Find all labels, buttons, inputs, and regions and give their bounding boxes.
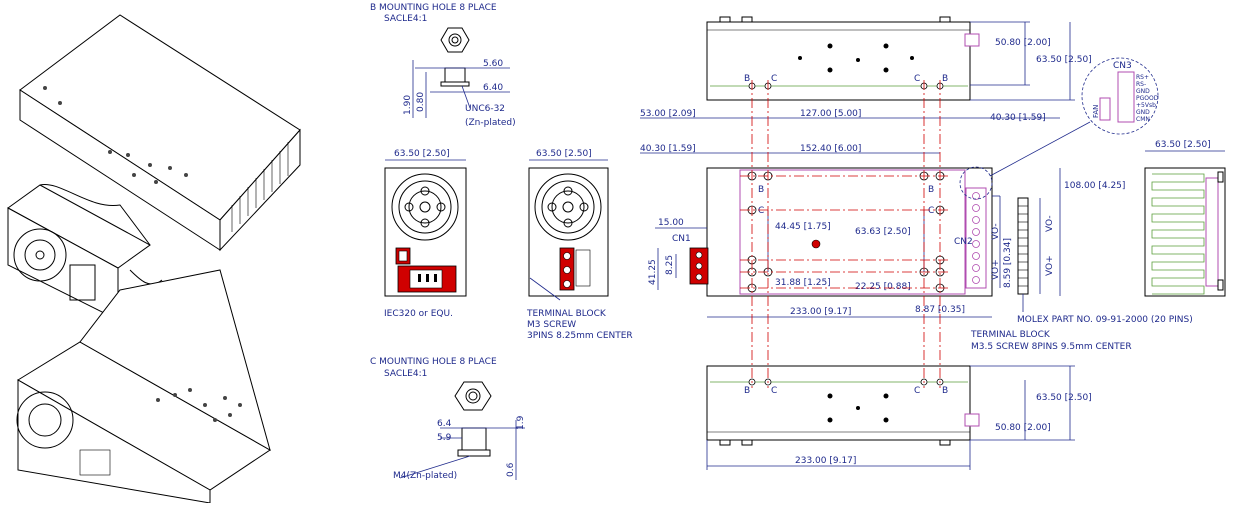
dim-bot-h1: 63.50 [2.50] <box>1036 393 1092 403</box>
dim-bot-h2: 50.80 [2.00] <box>995 423 1051 433</box>
cn3-pin-3: GND <box>1136 88 1150 95</box>
bot-hole-c2: C <box>914 386 920 396</box>
dim-859: 8.59 [0.34] <box>1003 238 1013 288</box>
label-vo-pos-1: VO+ <box>991 259 1001 280</box>
main-hole-c2: C <box>928 206 934 216</box>
cn3-pin-2: RS- <box>1136 81 1146 88</box>
cn3-pin-1: RS+ <box>1136 74 1149 81</box>
main-hole-c1: C <box>758 206 764 216</box>
upper-dimensions: 53.00 [2.09] 127.00 [5.00] 40.30 [1.59] … <box>640 109 1060 154</box>
dim-53: 53.00 [2.09] <box>640 109 696 119</box>
front2-caption-1: TERMINAL BLOCK <box>526 309 607 319</box>
hole-b-detail: B MOUNTING HOLE 8 PLACE SACLE4:1 5.60 6.… <box>370 3 516 128</box>
bot-hole-b2: B <box>942 386 948 396</box>
dim-825: 8.25 <box>665 255 675 275</box>
label-cn2: CN2 <box>954 237 973 247</box>
main-hole-b1: B <box>758 185 764 195</box>
label-vo-neg-2: VO- <box>1045 215 1055 232</box>
label-fan: FAN <box>1092 105 1100 118</box>
dim-c-06: 0.6 <box>506 462 516 477</box>
molex-note: MOLEX PART NO. 09-91-2000 (20 PINS) <box>1017 315 1193 325</box>
bottom-view: B C C B 63.50 [2.50] 50.80 [2.00] 233.00… <box>706 365 1092 470</box>
label-cn3: CN3 <box>1113 61 1132 71</box>
dim-1524: 152.40 [6.00] <box>800 144 861 154</box>
bot-hole-c1: C <box>771 386 777 396</box>
front-view-ac: 63.50 [2.50] IEC320 or EQU. <box>384 149 467 319</box>
iso-view-top <box>19 14 301 252</box>
dim-b-190: 1.90 <box>403 95 413 115</box>
dim-108: 108.00 [4.25] <box>1064 181 1125 191</box>
dim-c-59: 5.9 <box>437 433 452 443</box>
top-hole-c2: C <box>914 74 920 84</box>
dim-233-bottom: 233.00 [9.17] <box>795 456 856 466</box>
top-view: B C C B 50.80 [2.00] 63.50 [2.50] <box>706 16 1092 101</box>
hole-c-scale: SACLE4:1 <box>384 369 427 379</box>
dim-403-right: 40.30 [1.59] <box>990 113 1046 123</box>
main-view: B C B C CN1 CN2 <box>672 166 993 297</box>
cn3-pin-5: +5Vsb <box>1136 102 1156 109</box>
dim-2225: 22.25 [0.88] <box>855 282 911 292</box>
dim-15: 15.00 <box>658 218 684 228</box>
hole-c-detail: C MOUNTING HOLE 8 PLACE SACLE4:1 6.4 5.9… <box>370 357 526 481</box>
cn3-pin-7: CMN <box>1136 116 1150 123</box>
label-vo-neg-1: VO- <box>991 223 1001 240</box>
tb-caption-1: TERMINAL BLOCK <box>970 330 1051 340</box>
bot-hole-b1: B <box>744 386 750 396</box>
iso-view-middle <box>7 183 163 321</box>
dim-4445: 44.45 [1.75] <box>775 222 831 232</box>
dim-127: 127.00 [5.00] <box>800 109 861 119</box>
hole-b-title: B MOUNTING HOLE 8 PLACE <box>370 3 497 13</box>
hole-b-scale: SACLE4:1 <box>384 14 427 24</box>
front2-caption-2: M3 SCREW <box>527 320 576 330</box>
front1-caption: IEC320 or EQU. <box>384 309 453 319</box>
cn3-pin-4: PGOOD <box>1136 95 1159 102</box>
iso-view-bottom <box>16 269 271 504</box>
output-labels: VO- VO+ 8.59 [0.34] VO- VO+ MOLEX PART N… <box>991 195 1193 325</box>
hole-c-title: C MOUNTING HOLE 8 PLACE <box>370 357 497 367</box>
front2-caption-3: 3PINS 8.25mm CENTER <box>527 331 633 341</box>
hole-c-thread: M4(Zn-plated) <box>393 471 457 481</box>
top-hole-c1: C <box>771 74 777 84</box>
dim-c-19: 1.9 <box>516 415 526 430</box>
dim-403-left: 40.30 [1.59] <box>640 144 696 154</box>
center-lines <box>740 80 950 388</box>
main-hole-b2: B <box>928 185 934 195</box>
top-hole-b2: B <box>942 74 948 84</box>
hole-b-thread: UNC6-32 <box>465 104 505 114</box>
dim-4125: 41.25 <box>648 259 658 285</box>
dim-b-560: 5.60 <box>483 59 503 69</box>
top-hole-b1: B <box>744 74 750 84</box>
label-cn1: CN1 <box>672 234 691 244</box>
dim-front1-width: 63.50 [2.50] <box>394 149 450 159</box>
dim-c-64: 6.4 <box>437 419 452 429</box>
cn3-pin-6: GND <box>1136 109 1150 116</box>
dim-top-h2: 63.50 [2.50] <box>1036 55 1092 65</box>
dim-top-h1: 50.80 [2.00] <box>995 38 1051 48</box>
dim-end-width: 63.50 [2.50] <box>1155 140 1211 150</box>
label-vo-pos-2: VO+ <box>1045 255 1055 276</box>
dim-b-080: 0.80 <box>416 92 426 112</box>
dim-233-main: 233.00 [9.17] <box>790 307 851 317</box>
dim-3188: 31.88 [1.25] <box>775 278 831 288</box>
cn3-detail: CN3 RS+ RS- GND PGOOD +5Vsb GND CMN FAN <box>989 57 1159 177</box>
dim-6363: 63.63 [2.50] <box>855 227 911 237</box>
dim-b-640: 6.40 <box>483 83 503 93</box>
front-view-terminal: 63.50 [2.50] TERMINAL BLOCK M3 SCREW 3PI… <box>526 149 633 341</box>
hole-b-plating: (Zn-plated) <box>465 118 516 128</box>
end-view: 63.50 [2.50] <box>1144 140 1226 297</box>
tb-caption-2: M3.5 SCREW 8PINS 9.5mm CENTER <box>971 342 1132 352</box>
dim-front2-width: 63.50 [2.50] <box>536 149 592 159</box>
